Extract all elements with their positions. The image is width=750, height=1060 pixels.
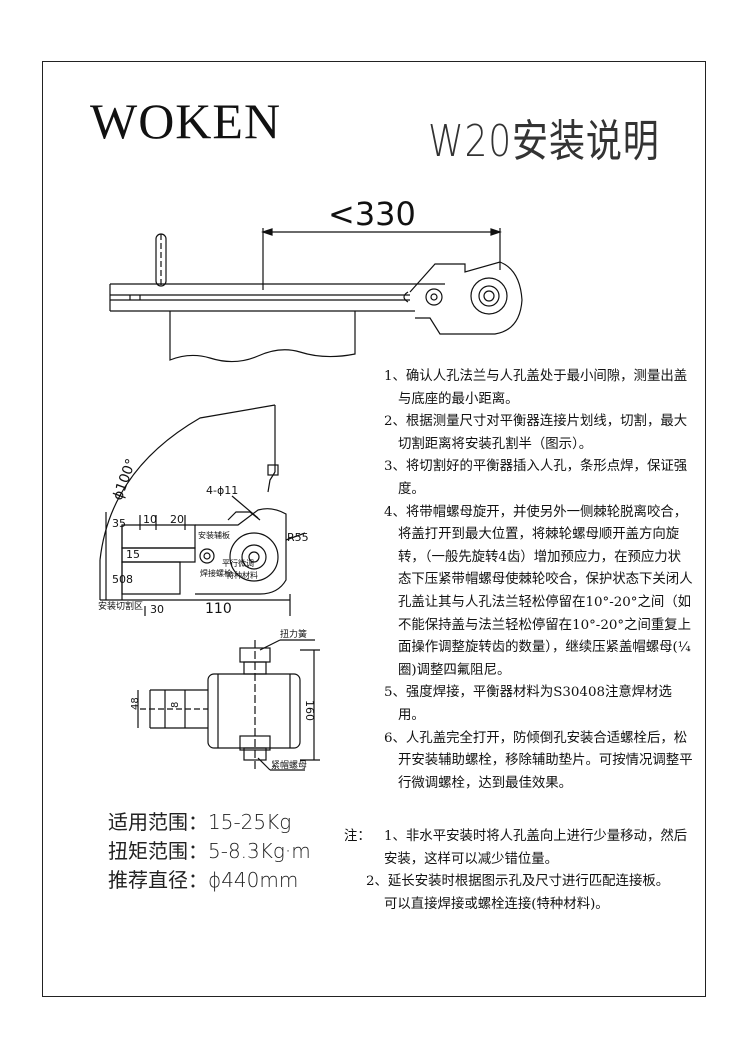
dim-8-label: 8 xyxy=(126,573,133,586)
dia-label: ϕ100° xyxy=(110,457,140,503)
front-view-drawing: 48 8 160 扭力簧 紧帽螺母 xyxy=(130,628,320,771)
side-view-drawing: ϕ100° 4-ϕ11 R55 35 10 20 15 50 8 30 110 xyxy=(98,404,309,617)
hole-label: 4-ϕ11 xyxy=(206,484,238,497)
dim-110-label: 110 xyxy=(205,601,232,617)
spec-range: 适用范围：15-25Kg xyxy=(108,810,292,834)
r55-label: R55 xyxy=(287,531,309,544)
step-6: 6、人孔盖完全打开，防倾倒孔安装合适螺栓后，松开安装辅助螺栓，移除辅助垫片。可按… xyxy=(384,730,693,791)
label-torsion-spring: 扭力簧 xyxy=(280,628,307,640)
label-special: 特种材料 xyxy=(226,570,258,580)
spec-torque: 扭矩范围：5-8.3Kg·m xyxy=(108,839,311,863)
note-1-line-a: 1、非水平安装时将人孔盖向上进行少量移动，然后 xyxy=(384,829,688,844)
top-view-drawing: <330 xyxy=(109,195,523,363)
spec-block: 适用范围：15-25Kg 扭矩范围：5-8.3Kg·m 推荐直径：ϕ440mm xyxy=(108,808,311,895)
dim-15-label: 15 xyxy=(126,548,140,561)
notes-block: 注： 1、非水平安装时将人孔盖向上进行少量移动，然后 安装，这样可以减少错位量。… xyxy=(344,826,694,916)
note-2-line-b: 可以直接焊接或螺栓连接(特种材料)。 xyxy=(384,896,609,912)
label-weld-bolt: 焊接螺栓 xyxy=(200,568,232,578)
step-3: 3、将切割好的平衡器插入人孔，条形点焊，保证强度。 xyxy=(384,459,688,497)
step-1: 1、确认人孔法兰与人孔盖处于最小间隙，测量出盖与底座的最小距离。 xyxy=(384,369,688,407)
dim-30-label: 30 xyxy=(150,603,164,616)
label-parallel: 平行微调 xyxy=(222,558,254,568)
dim-330-label: <330 xyxy=(328,195,416,233)
note-1-line-b: 安装，这样可以减少错位量。 xyxy=(384,851,559,867)
label-install-plate: 安装辅板 xyxy=(198,530,230,540)
page-title: W20安装说明 xyxy=(428,116,660,167)
note-prefix: 注： xyxy=(344,829,371,844)
sheet-border xyxy=(42,61,706,997)
label-lock-nut: 紧帽螺母 xyxy=(271,759,307,771)
brand-logo: WOKEN xyxy=(90,93,282,149)
dim-8b-label: 8 xyxy=(170,702,181,708)
dim-20-label: 20 xyxy=(170,513,184,526)
step-2: 2、根据测量尺寸对平衡器连接片划线，切割，最大切割距离将安装孔割半（图示）。 xyxy=(384,414,688,452)
label-cut-area: 安装切割区 xyxy=(98,600,143,612)
dim-10-label: 10 xyxy=(143,513,157,526)
dim-48-label: 48 xyxy=(130,697,141,710)
dim-50-label: 50 xyxy=(112,573,126,586)
dim-160-label: 160 xyxy=(303,700,316,721)
note-2-line-a: 2、延长安装时根据图示孔及尺寸进行匹配连接板。 xyxy=(366,874,670,890)
install-steps: 1、确认人孔法兰与人孔盖处于最小间隙，测量出盖与底座的最小距离。 2、根据测量尺… xyxy=(384,366,694,795)
step-4: 4、将带帽螺母旋开，并使另外一侧棘轮脱离咬合，将盖打开到最大位置，将棘轮螺母顺开… xyxy=(384,504,693,678)
note-1-row: 注： 1、非水平安装时将人孔盖向上进行少量移动，然后 xyxy=(344,826,694,849)
spec-diameter: 推荐直径：ϕ440mm xyxy=(108,868,299,892)
dim-35-label: 35 xyxy=(112,517,126,530)
step-5: 5、强度焊接，平衡器材料为S30408注意焊材选用。 xyxy=(384,685,672,723)
